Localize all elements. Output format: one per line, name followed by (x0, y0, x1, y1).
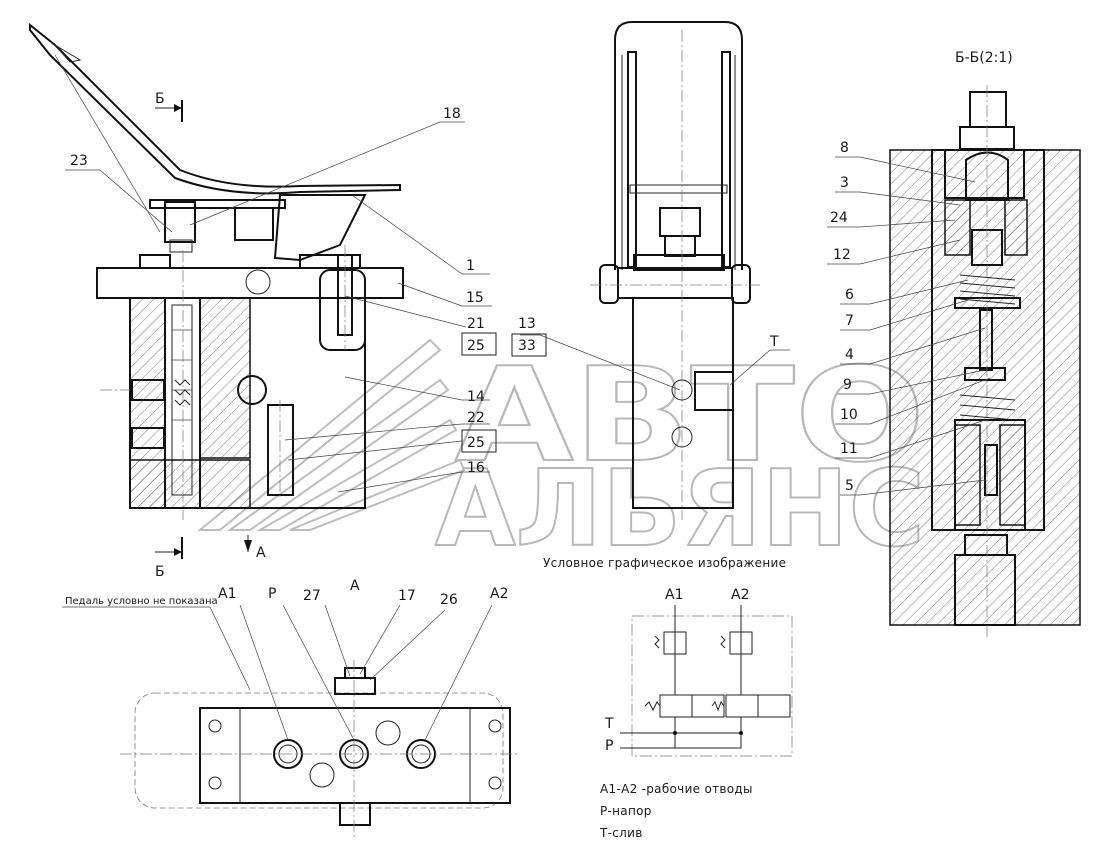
watermark-wing-logo (197, 338, 466, 531)
callout-t: Т (769, 334, 779, 350)
port-p: Р (605, 738, 613, 754)
callout-26: 26 (440, 592, 458, 608)
front-view (29, 22, 404, 520)
callout-a1: А1 (218, 586, 236, 602)
callout-9: 9 (843, 377, 852, 393)
section-block (889, 149, 1081, 626)
callout-12: 12 (833, 247, 851, 263)
callout-23: 23 (70, 153, 88, 169)
legend-line-3: Т-слив (599, 826, 643, 840)
callout-8: 8 (840, 140, 849, 156)
callout-3: 3 (840, 175, 849, 191)
callout-25-b: 25 (467, 435, 485, 451)
section-view: Б-Б(2:1) 8 3 24 12 6 (827, 50, 1081, 640)
callout-13: 13 (518, 316, 536, 332)
view-a-mark: А (256, 545, 266, 561)
section-title: Б-Б(2:1) (955, 50, 1013, 66)
port-t: Т (604, 716, 614, 732)
legend-line-1: А1-А2 -рабочие отводы (600, 782, 753, 796)
side-view: 13 33 Т (511, 21, 790, 520)
callout-10: 10 (840, 407, 858, 423)
callout-a2: А2 (490, 586, 508, 602)
legend: А1-А2 -рабочие отводы Р-напор Т-слив (599, 782, 753, 840)
section-mark-top: Б (155, 91, 165, 107)
callout-25-a: 25 (467, 338, 485, 354)
callout-1: 1 (466, 258, 475, 274)
watermark: АВТО АЛЬЯНС (197, 338, 926, 571)
callout-17: 17 (398, 588, 416, 604)
hydraulic-symbol: Условное графическое изображение А1 А2 Т… (543, 556, 793, 757)
callout-21: 21 (467, 316, 485, 332)
callout-5: 5 (845, 478, 854, 494)
pedal-plate (29, 22, 401, 195)
callout-16: 16 (467, 460, 485, 476)
callout-33: 33 (518, 338, 536, 354)
callout-4: 4 (845, 347, 854, 363)
callout-p: Р (268, 586, 276, 602)
pedal-frame (614, 21, 743, 270)
port-a1: А1 (665, 587, 683, 603)
callout-27: 27 (303, 588, 321, 604)
view-a: А Педаль условно не показана А1 Р 27 17 … (62, 578, 520, 840)
callout-6: 6 (845, 287, 854, 303)
view-a-title: А (350, 578, 360, 594)
callout-24: 24 (830, 210, 848, 226)
callout-14: 14 (467, 389, 485, 405)
callout-15: 15 (466, 290, 484, 306)
symbol-title: Условное графическое изображение (543, 556, 786, 570)
section-markers: Б Б А (155, 91, 266, 580)
callout-18: 18 (443, 106, 461, 122)
pedal-note: Педаль условно не показана (65, 596, 218, 607)
callout-11: 11 (840, 441, 858, 457)
base-plate (199, 707, 511, 804)
front-callouts: 23 18 1 15 21 25 14 22 25 16 (65, 106, 497, 493)
callout-22: 22 (467, 410, 485, 426)
port-a2: А2 (731, 587, 749, 603)
section-mark-bottom: Б (155, 564, 165, 580)
callout-7: 7 (845, 313, 854, 329)
legend-line-2: Р-напор (600, 804, 652, 818)
